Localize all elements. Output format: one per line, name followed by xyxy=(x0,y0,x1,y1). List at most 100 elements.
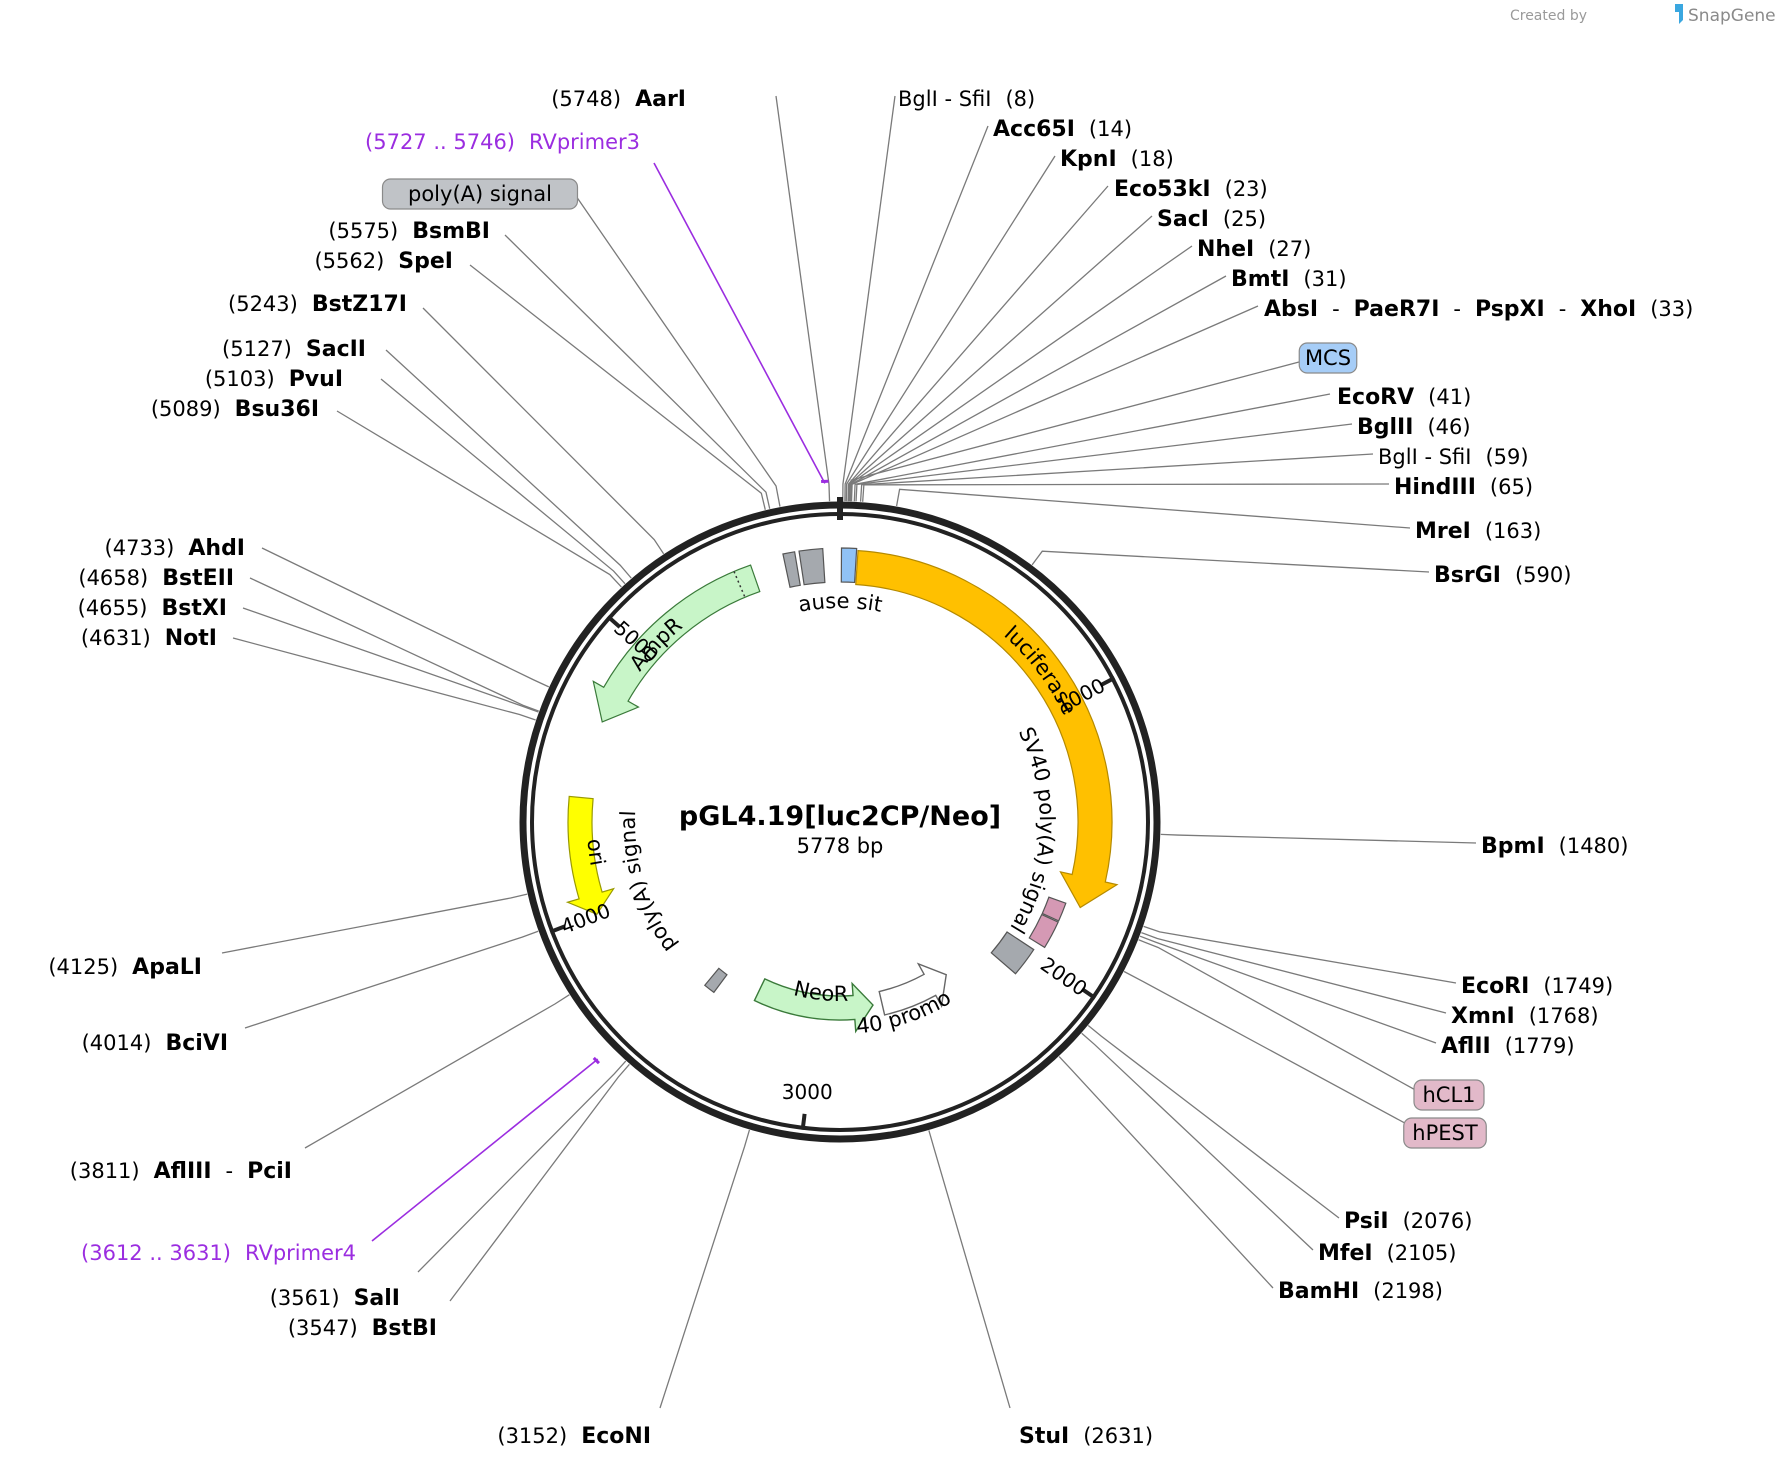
leader-hpest-callout xyxy=(1123,970,1415,1129)
leader-aari xyxy=(775,95,831,502)
site-label-stui: StuI(2631) xyxy=(1019,1424,1153,1449)
leader-sali xyxy=(417,1060,627,1273)
site-label-bmti: BmtI(31) xyxy=(1231,267,1347,292)
site-pos-ecori: (1749) xyxy=(1543,974,1613,998)
credit-prefix: Created by xyxy=(1510,8,1587,24)
tick-label-2000: 2000 xyxy=(1036,952,1092,1001)
tick-mark-3000 xyxy=(800,1113,807,1130)
hpest-callout-pill xyxy=(1403,1117,1487,1149)
pause-site-box xyxy=(798,547,826,586)
hcl1-callout-pill xyxy=(1413,1079,1485,1111)
leader-bamhi xyxy=(1058,1056,1274,1289)
leader-pvui xyxy=(380,378,626,585)
tick-mark-2000 xyxy=(1080,987,1097,1000)
rvprimer4-range: (3612 .. 3631) xyxy=(81,1241,231,1265)
site-label-bsmbi: (5575)BsmBI xyxy=(328,219,490,244)
plasmid-length: 5778 bp xyxy=(797,834,884,858)
leader-afliii-pcii xyxy=(304,994,570,1149)
site-pos-bstz17i: (5243) xyxy=(228,292,298,316)
site-pos-bamhi: (2198) xyxy=(1373,1279,1443,1303)
hcl1-box xyxy=(1041,896,1067,922)
site-label-bgli-sfii-8: BglI - SfiI(8) xyxy=(898,87,1035,111)
site-label-hindiii: HindIII(65) xyxy=(1394,475,1533,500)
site-label-mrei: MreI(163) xyxy=(1415,519,1541,544)
site-pos-bsu36i: (5089) xyxy=(151,397,221,421)
site-label-sacii: (5127)SacII xyxy=(222,337,366,362)
site-label-bgli-sfii-59: BglI - SfiI (59) xyxy=(1378,445,1529,469)
mcs-box xyxy=(840,547,858,584)
polya-callout-label: poly(A) signal xyxy=(408,182,552,206)
map-center: pGL4.19[luc2CP/Neo] 5778 bp xyxy=(679,801,1001,858)
site-name-kpni: KpnI xyxy=(1060,147,1117,172)
site-pos-mrei: (163) xyxy=(1485,519,1541,543)
tick-mark-4000 xyxy=(549,924,566,934)
leader-lines xyxy=(221,95,1477,1409)
site-name-eco53ki: Eco53kI xyxy=(1114,177,1211,202)
leader-bsrgi xyxy=(1031,550,1430,573)
leader-bstxi xyxy=(242,607,539,713)
leader-spei xyxy=(469,264,766,510)
backbone-ring xyxy=(519,497,1161,1143)
site-name-afliii-pcii: AflIII xyxy=(154,1159,212,1184)
site-name-ahdi: AhdI xyxy=(188,536,245,561)
site-name-acc65i: Acc65I xyxy=(993,117,1075,142)
leader-mrei xyxy=(895,488,1411,529)
site-label-sali: (3561)SalI xyxy=(270,1286,400,1311)
rvprimer3-name: RVprimer3 xyxy=(529,130,640,154)
site-label-psii: PsiI(2076) xyxy=(1344,1209,1472,1234)
site-name-xmni: XmnI xyxy=(1451,1004,1515,1029)
site-pos-bcivi: (4014) xyxy=(82,1031,152,1055)
site-label-pvui: (5103)PvuI xyxy=(205,367,343,392)
leader-saci xyxy=(848,215,1153,502)
site-plain-absi-group: - xyxy=(1332,297,1340,321)
site-name-noti: NotI xyxy=(165,626,217,651)
leader-bgli-sfii-59 xyxy=(859,453,1374,502)
site-label-noti: (4631)NotI xyxy=(81,626,217,651)
site-label-bsu36i: (5089)Bsu36I xyxy=(151,397,319,422)
snapgene-logo-icon xyxy=(1675,4,1683,24)
site-label-ecorv: EcoRV(41) xyxy=(1337,385,1471,410)
tick-label-3000: 3000 xyxy=(782,1080,833,1104)
site-pos-xmni: (1768) xyxy=(1529,1004,1599,1028)
ori-label: ori xyxy=(583,838,610,868)
leader-bglii xyxy=(855,423,1353,502)
site-name-econi: EcoNI xyxy=(581,1424,651,1449)
site-pos-apali: (4125) xyxy=(48,955,118,979)
site-label-bstxi: (4655)BstXI xyxy=(78,596,227,621)
site-name-bstz17i: BstZ17I xyxy=(312,292,407,317)
site-name-psii: PsiI xyxy=(1344,1209,1389,1234)
annotation-labels: 10002000300040005000luciferasepause site… xyxy=(0,0,1693,1449)
leader-acc65i xyxy=(844,125,989,502)
tick-mark-5000 xyxy=(606,614,622,629)
credit-brand: SnapGene xyxy=(1688,6,1776,26)
site-name-absi-group: AbsI xyxy=(1264,297,1318,322)
site-pos-hindiii: (65) xyxy=(1490,475,1533,499)
hpest-box xyxy=(1028,913,1059,949)
site-name-bstbi: BstBI xyxy=(372,1316,437,1341)
sv40-polya-box xyxy=(990,931,1035,975)
site-pos-bpmi: (1480) xyxy=(1559,834,1629,858)
ampr-arrow xyxy=(592,564,761,723)
mcs-callout-pill xyxy=(1298,342,1358,374)
leader-bsmbi xyxy=(504,234,771,509)
polya-downstream-box xyxy=(703,967,728,994)
site-plain-bgli-sfii-59: BglI - SfiI xyxy=(1378,445,1471,469)
leader-kpni xyxy=(845,155,1056,502)
site-label-bglii: BglII(46) xyxy=(1357,415,1471,440)
leader-mcs-callout xyxy=(849,361,1300,502)
site-name-bcivi: BciVI xyxy=(165,1031,228,1056)
site-name-saci: SacI xyxy=(1157,207,1209,232)
site-pos-bgli-sfii-59: (59) xyxy=(1485,445,1528,469)
site-pos-econi: (3152) xyxy=(497,1424,567,1448)
site-label-bpmi: BpmI(1480) xyxy=(1481,834,1628,859)
leader-ahdi xyxy=(261,547,550,688)
ori-arrow xyxy=(565,795,616,915)
hcl1-callout-label: hCL1 xyxy=(1422,1083,1475,1107)
hpest-callout-label: hPEST xyxy=(1412,1121,1478,1145)
site-label-bstbi: (3547)BstBI xyxy=(288,1316,437,1341)
site-name-bstxi: BstXI xyxy=(161,596,227,621)
luciferase-label: luciferase xyxy=(1000,621,1082,718)
site-name-absi-group: PspXI xyxy=(1475,297,1545,322)
site-plain-afliii-pcii: - xyxy=(226,1159,234,1183)
